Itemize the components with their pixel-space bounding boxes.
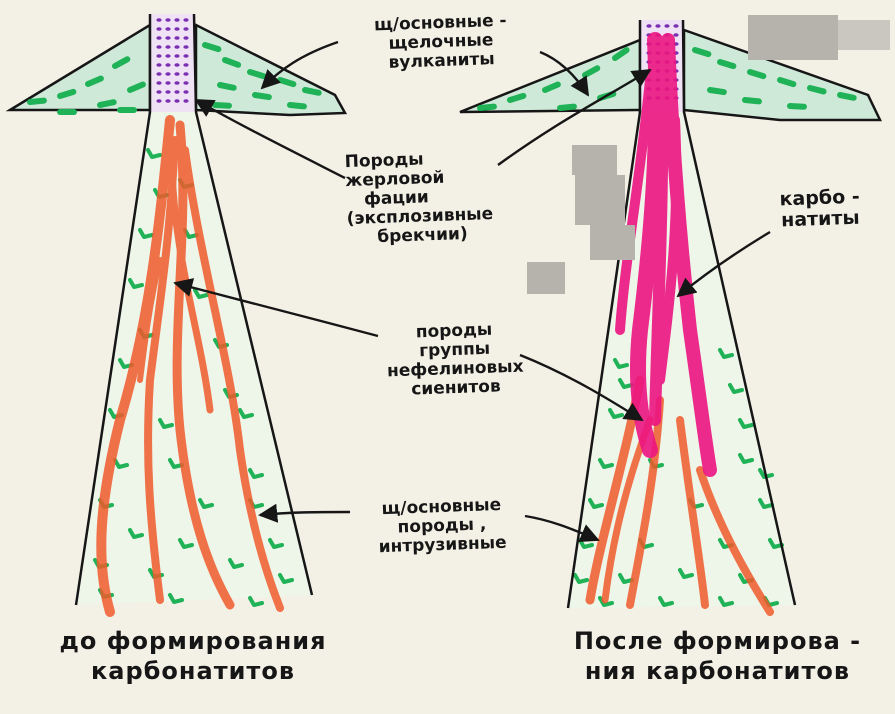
volcanite-dash	[205, 45, 218, 49]
vent-dot	[165, 99, 170, 103]
label-vent-rocks: Породы жерловой фации (эксплозивные брек…	[344, 147, 527, 248]
caption-after-line-2: ния карбонатитов	[545, 656, 890, 686]
label-nepheline-syenites: породы группы нефелиновых сиенитов	[364, 319, 547, 401]
volcanite-dash	[305, 90, 319, 93]
vent-dot	[156, 27, 161, 31]
volcanite-dash	[745, 100, 759, 101]
volcanite-dash	[60, 92, 73, 96]
vent-dot	[156, 72, 161, 76]
vent-dot	[183, 99, 188, 103]
vent-dot	[664, 24, 669, 28]
vent-dot	[156, 99, 161, 103]
vent-dot	[673, 24, 678, 28]
volcanite-dash	[510, 96, 523, 100]
label-volcanites: щ/основные - щелочные вулканиты	[335, 10, 547, 74]
vent-dot	[156, 81, 161, 85]
vent-dot	[673, 33, 678, 37]
volcanite-dash	[790, 106, 804, 107]
caption-before-line-2: карбонатитов	[28, 656, 358, 686]
label-carbonatites-line-2: натиты	[760, 207, 881, 232]
volcanite-dash	[840, 95, 854, 98]
vent-dot	[165, 36, 170, 40]
vent-dot	[165, 72, 170, 76]
volcanite-dash	[280, 80, 293, 84]
volcanite-dash	[220, 85, 234, 88]
volcanite-dash	[255, 95, 269, 97]
vent-dot	[174, 54, 179, 58]
volcanite-dash	[810, 88, 824, 91]
vent-dot	[165, 63, 170, 67]
vent-dot	[183, 72, 188, 76]
vent-dot	[174, 45, 179, 49]
caption-before: до формирования карбонатитов	[28, 626, 358, 686]
volcanite-dash	[250, 72, 263, 76]
caption-after: После формирова - ния карбонатитов	[545, 626, 890, 686]
volcanite-dash	[560, 107, 574, 108]
volcanite-dash	[290, 105, 304, 106]
vent-dot	[183, 54, 188, 58]
volcanite-dash	[480, 107, 494, 108]
vent-dot	[174, 90, 179, 94]
vent-dot	[183, 18, 188, 22]
vent-dot	[655, 24, 660, 28]
vent-dot	[174, 27, 179, 31]
vent-dot	[165, 90, 170, 94]
vent-dot	[183, 63, 188, 67]
caption-before-line-1: до формирования	[28, 626, 358, 656]
vent-dot	[156, 18, 161, 22]
vent-dot	[183, 36, 188, 40]
vent-dot	[174, 36, 179, 40]
label-carbonatites: карбо - натиты	[759, 186, 880, 233]
vent-dot	[165, 54, 170, 58]
vent-dot	[174, 99, 179, 103]
label-intrusive-rocks: щ/основные породы , интрузивные	[351, 495, 533, 558]
vent-dot	[165, 18, 170, 22]
vent-dot	[174, 81, 179, 85]
volcanite-dash	[100, 102, 114, 105]
vent-dot	[156, 63, 161, 67]
vent-dot	[156, 90, 161, 94]
vent-dot	[165, 81, 170, 85]
vent-dot	[165, 45, 170, 49]
volcanite-dash	[30, 101, 44, 102]
caption-after-line-1: После формирова -	[545, 626, 890, 656]
vent-dot	[183, 45, 188, 49]
intrusive-check-mark	[250, 598, 262, 605]
vent-dot	[174, 63, 179, 67]
volcanite-dash	[720, 62, 733, 66]
volcanite-dash	[215, 105, 229, 106]
vent-dot	[156, 45, 161, 49]
vent-dot	[156, 54, 161, 58]
volcanite-dash	[780, 80, 793, 84]
volcanite-dash	[710, 90, 724, 92]
vent-dot	[156, 36, 161, 40]
vent-dot	[183, 81, 188, 85]
volcanite-dash	[695, 50, 708, 54]
vent-dot	[183, 27, 188, 31]
vent-dot	[183, 90, 188, 94]
vent-dot	[174, 18, 179, 22]
vent-dot	[174, 72, 179, 76]
vent-dot	[165, 27, 170, 31]
volcanite-dash	[750, 72, 763, 76]
vent-dot	[646, 24, 651, 28]
